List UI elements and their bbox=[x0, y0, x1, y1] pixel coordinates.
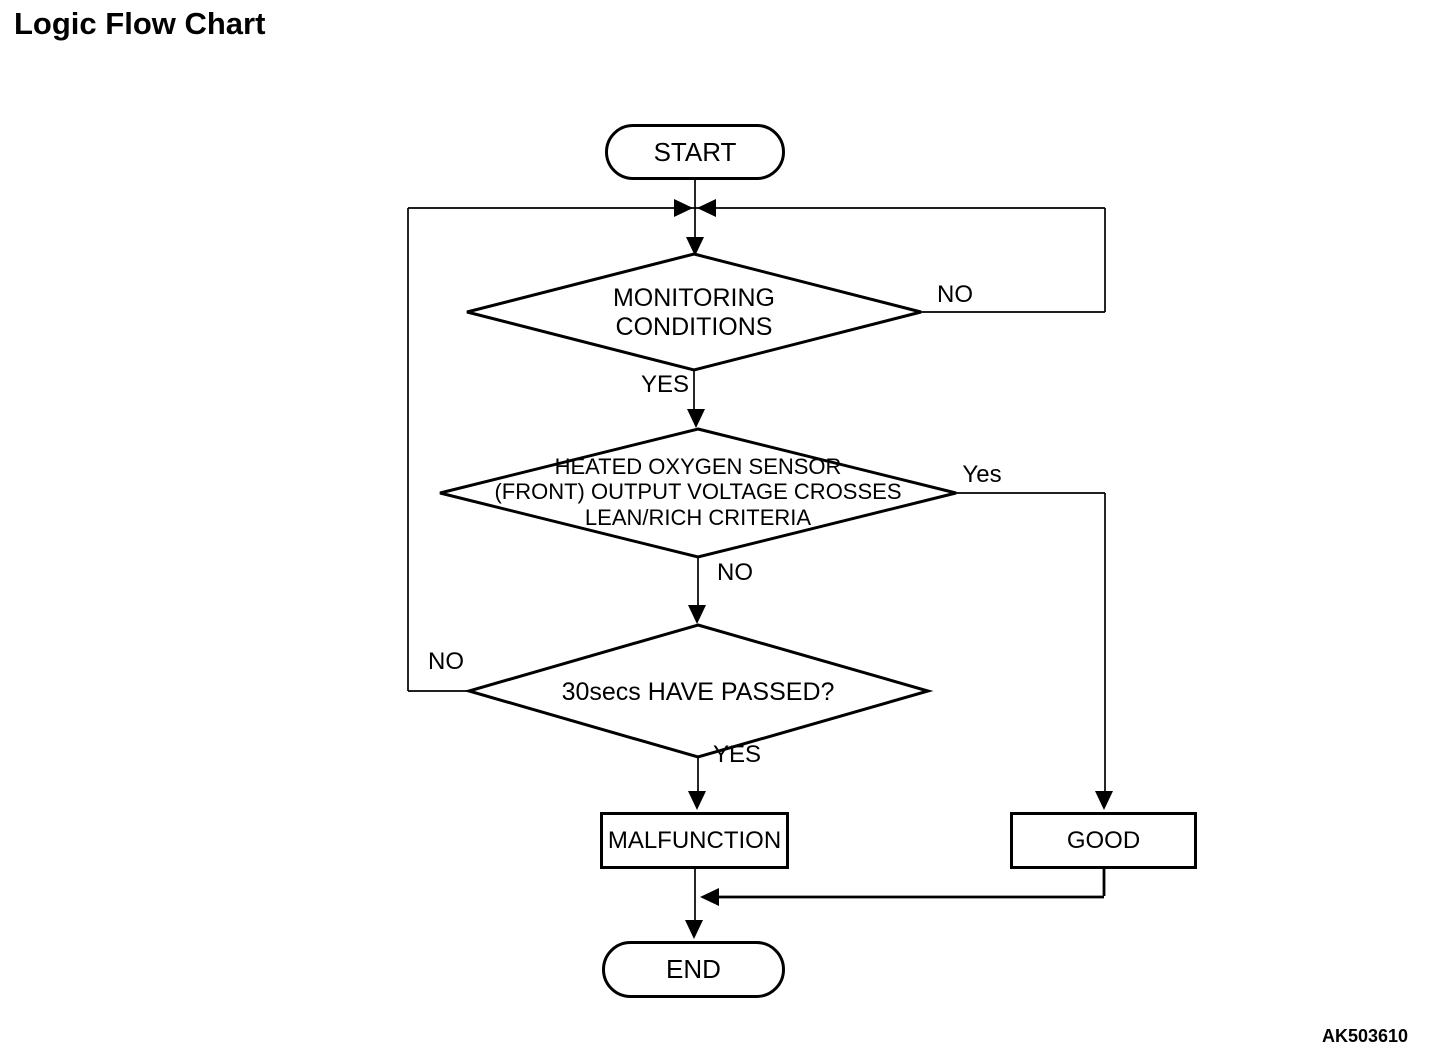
figure-code: AK503610 bbox=[1322, 1026, 1409, 1046]
decision-30secs-passed-shape bbox=[463, 623, 934, 759]
edge-label-passed-yes: YES bbox=[712, 741, 762, 768]
decision-monitoring-conditions-label: MONITORING CONDITIONS bbox=[612, 284, 776, 341]
good-node: GOOD bbox=[1010, 812, 1197, 869]
edge-label-monitoring-yes: YES bbox=[640, 371, 690, 398]
edge-label-monitoring-no: NO bbox=[937, 281, 973, 308]
edge-label-passed-no: NO bbox=[428, 648, 464, 675]
arrow-into-malfunction-icon bbox=[688, 791, 706, 810]
arrow-into-monitoring-icon bbox=[686, 237, 704, 256]
start-node: START bbox=[605, 124, 785, 180]
decision-sensor-voltage-label: HEATED OXYGEN SENSOR (FRONT) OUTPUT VOLT… bbox=[494, 454, 902, 530]
end-node-label: END bbox=[666, 954, 721, 984]
merge-arrow-left-icon bbox=[700, 888, 719, 906]
edge-label-sensor-no: NO bbox=[717, 559, 753, 586]
arrow-into-sensor-icon bbox=[687, 409, 705, 428]
malfunction-node: MALFUNCTION bbox=[600, 812, 789, 869]
good-node-label: GOOD bbox=[1066, 826, 1141, 854]
decision-monitoring-conditions-shape bbox=[466, 252, 922, 372]
end-node: END bbox=[602, 941, 785, 998]
edge-label-sensor-yes: Yes bbox=[962, 461, 1002, 488]
decision-sensor-voltage-shape bbox=[439, 427, 957, 559]
arrow-into-passed-icon bbox=[688, 605, 706, 624]
arrow-into-end-icon bbox=[685, 920, 703, 939]
junction-arrow-left-icon bbox=[697, 199, 716, 217]
decision-30secs-passed-label: 30secs HAVE PASSED? bbox=[561, 678, 835, 706]
malfunction-node-label: MALFUNCTION bbox=[607, 826, 782, 854]
start-node-label: START bbox=[653, 136, 737, 167]
arrow-into-good-icon bbox=[1095, 791, 1113, 810]
page-title: Logic Flow Chart bbox=[14, 6, 266, 41]
junction-arrow-right-icon bbox=[674, 199, 693, 217]
